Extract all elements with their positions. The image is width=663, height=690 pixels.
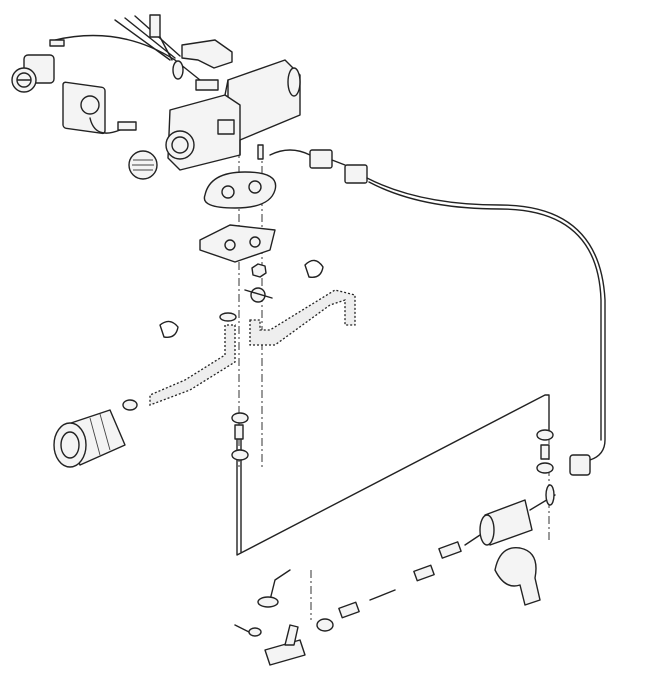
fuel-dosing-pump [464, 484, 556, 546]
pump-bracket [494, 546, 541, 606]
base-gasket [203, 171, 277, 209]
pipe-clip [122, 259, 324, 411]
fuel-line [231, 394, 554, 556]
harness-cover [181, 39, 233, 69]
rotary-switch [11, 54, 55, 93]
t-piece [234, 624, 306, 666]
pump-cable-inner [368, 181, 602, 441]
control-panel [62, 81, 137, 135]
heater-unit [165, 59, 301, 171]
nut [251, 263, 267, 278]
fuel-hose-clamp [231, 412, 554, 474]
pump-connector [569, 454, 591, 476]
pump-cable [366, 177, 606, 461]
fuel-fittings [316, 541, 462, 632]
assembly-centerlines [238, 150, 550, 620]
air-intake-hose [249, 289, 356, 346]
electrical-connector [269, 149, 368, 184]
fuel-pin [257, 144, 264, 160]
fuel-standpipe [257, 569, 291, 608]
exhaust-hose [149, 324, 236, 406]
mounting-plate [199, 224, 276, 263]
wiring-harness [49, 14, 219, 91]
air-grille [128, 150, 158, 180]
exhaust-silencer [53, 409, 126, 468]
